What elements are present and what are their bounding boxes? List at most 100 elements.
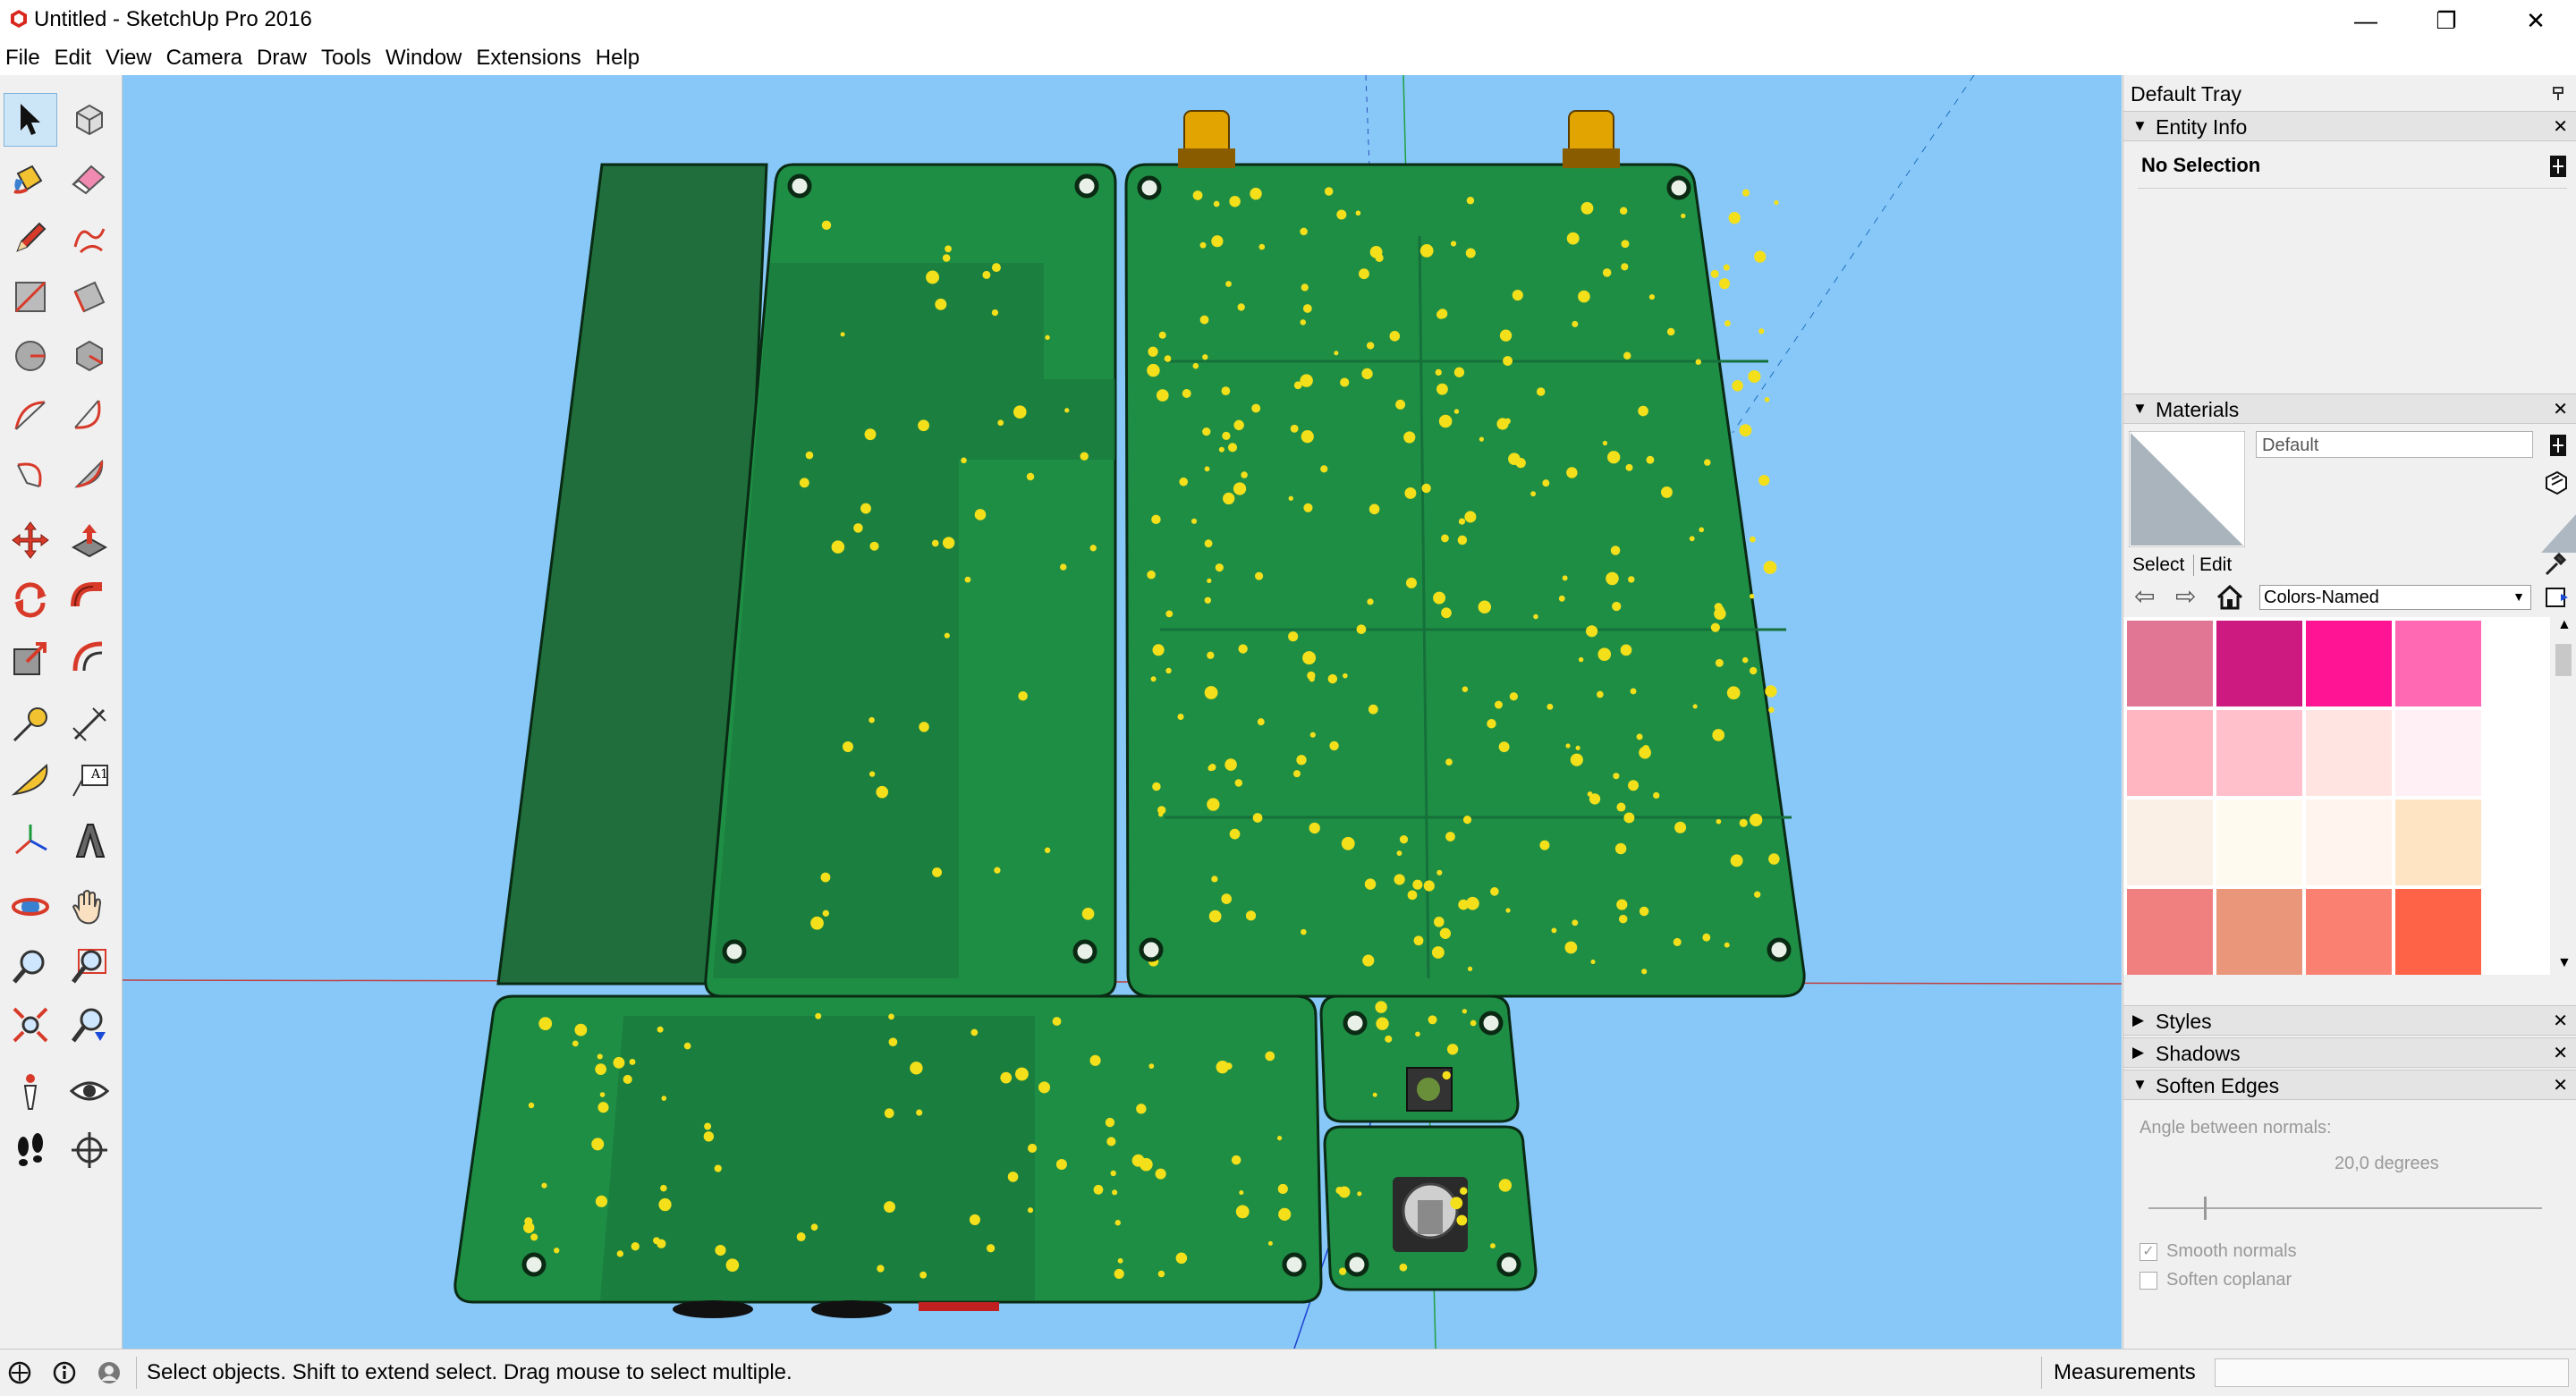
maximize-button[interactable]: ❐ (2406, 0, 2487, 41)
follow-me-tool[interactable] (63, 572, 116, 626)
menu-extensions[interactable]: Extensions (476, 46, 581, 70)
menu-edit[interactable]: Edit (54, 46, 92, 70)
paint-bucket-tool[interactable] (4, 152, 57, 206)
styles-header[interactable]: ▶ Styles ✕ (2123, 1005, 2576, 1036)
create-material-icon[interactable] (2548, 433, 2568, 458)
pcb-model-scene[interactable] (123, 75, 2122, 1349)
arc-tool[interactable] (4, 388, 57, 442)
previous-view-tool[interactable] (63, 998, 116, 1052)
dimension-tool[interactable] (63, 698, 116, 751)
user-account-icon[interactable] (97, 1360, 122, 1385)
rectangle-tool[interactable] (4, 270, 57, 324)
material-swatch[interactable] (2306, 889, 2392, 975)
material-swatch[interactable] (2216, 800, 2302, 885)
material-swatch[interactable] (2395, 621, 2481, 706)
credits-info-icon[interactable] (52, 1360, 77, 1385)
material-swatch[interactable] (2395, 889, 2481, 975)
offset-tool[interactable] (63, 631, 116, 685)
component-tool[interactable] (63, 93, 116, 147)
eraser-tool[interactable] (63, 152, 116, 206)
close-panel-icon[interactable]: ✕ (2553, 400, 2568, 419)
sample-paint-icon[interactable] (2543, 469, 2570, 495)
zoom-extents-tool[interactable] (4, 998, 57, 1052)
menu-file[interactable]: File (5, 46, 40, 70)
material-swatch[interactable] (2216, 889, 2302, 975)
close-window-button[interactable]: ✕ (2496, 0, 2576, 41)
material-swatch[interactable] (2216, 621, 2302, 706)
library-select[interactable]: Colors-Named ▼ (2259, 585, 2531, 610)
material-swatch[interactable] (2306, 621, 2392, 706)
material-swatch[interactable] (2127, 621, 2213, 706)
tab-edit[interactable]: Edit (2193, 554, 2232, 576)
material-swatch[interactable] (2216, 710, 2302, 796)
angle-slider[interactable] (2148, 1197, 2542, 1220)
three-point-arc-tool[interactable] (4, 447, 57, 501)
move-tool[interactable] (4, 513, 57, 567)
look-around-tool[interactable] (63, 1064, 116, 1118)
soften-coplanar-checkbox[interactable] (2140, 1272, 2157, 1290)
two-point-arc-tool[interactable] (63, 388, 116, 442)
menu-tools[interactable]: Tools (321, 46, 372, 70)
line-tool[interactable] (4, 211, 57, 265)
material-swatch[interactable] (2306, 800, 2392, 885)
close-panel-icon[interactable]: ✕ (2553, 117, 2568, 137)
rotate-tool[interactable] (4, 572, 57, 626)
material-name-field[interactable]: Default (2256, 431, 2533, 458)
tray-pin-icon[interactable] (2550, 86, 2566, 102)
forward-arrow-icon[interactable]: ⇨ (2175, 582, 2197, 610)
scroll-up-icon[interactable]: ▲ (2557, 617, 2572, 632)
smooth-normals-checkbox[interactable]: ✓ (2140, 1243, 2157, 1261)
scale-tool[interactable] (4, 631, 57, 685)
push-pull-tool[interactable] (63, 513, 116, 567)
pan-tool[interactable] (63, 880, 116, 934)
soften-edges-header[interactable]: ▼ Soften Edges ✕ (2123, 1070, 2576, 1100)
zoom-tool[interactable] (4, 939, 57, 993)
details-menu-icon[interactable] (2545, 585, 2570, 610)
material-swatch[interactable] (2395, 710, 2481, 796)
orbit-tool[interactable] (4, 880, 57, 934)
select-tool[interactable] (4, 93, 57, 147)
polygon-tool[interactable] (63, 329, 116, 383)
3d-text-tool[interactable] (63, 814, 116, 867)
tab-select[interactable]: Select (2132, 554, 2185, 575)
menu-window[interactable]: Window (386, 46, 462, 70)
tape-measure-tool[interactable] (4, 698, 57, 751)
close-panel-icon[interactable]: ✕ (2553, 1044, 2568, 1063)
angle-slider-thumb[interactable] (2204, 1197, 2207, 1220)
material-swatch[interactable] (2127, 800, 2213, 885)
close-panel-icon[interactable]: ✕ (2553, 1011, 2568, 1031)
swatch-scrollbar[interactable]: ▲ ▼ (2550, 617, 2576, 975)
position-camera-tool[interactable] (4, 1064, 57, 1118)
material-swatch[interactable] (2395, 800, 2481, 885)
walk-tool[interactable] (4, 1123, 57, 1177)
section-plane-tool[interactable] (63, 1123, 116, 1177)
home-icon[interactable] (2216, 585, 2243, 610)
protractor-tool[interactable] (4, 755, 57, 808)
entity-info-header[interactable]: ▼ Entity Info ✕ (2123, 111, 2576, 141)
eyedropper-icon[interactable] (2541, 549, 2570, 578)
shadows-header[interactable]: ▶ Shadows ✕ (2123, 1037, 2576, 1068)
menu-draw[interactable]: Draw (256, 46, 307, 70)
circle-tool[interactable] (4, 329, 57, 383)
menu-help[interactable]: Help (595, 46, 640, 70)
pie-tool[interactable] (63, 447, 116, 501)
menu-camera[interactable]: Camera (165, 46, 242, 70)
scroll-down-icon[interactable]: ▼ (2557, 955, 2572, 970)
back-arrow-icon[interactable]: ⇦ (2134, 582, 2156, 610)
minimize-button[interactable]: — (2326, 0, 2406, 41)
geo-location-icon[interactable] (7, 1360, 32, 1385)
measurements-input[interactable] (2215, 1358, 2569, 1387)
material-swatch[interactable] (2306, 710, 2392, 796)
zoom-window-tool[interactable] (63, 939, 116, 993)
scroll-thumb[interactable] (2555, 644, 2572, 676)
text-tool[interactable]: A1 (63, 755, 116, 808)
drawing-viewport[interactable] (123, 75, 2122, 1349)
entity-detail-toggle-icon[interactable] (2548, 154, 2568, 179)
freehand-tool[interactable] (63, 211, 116, 265)
rotated-rectangle-tool[interactable] (63, 270, 116, 324)
close-panel-icon[interactable]: ✕ (2553, 1076, 2568, 1096)
material-swatch[interactable] (2127, 889, 2213, 975)
menu-view[interactable]: View (106, 46, 152, 70)
materials-header[interactable]: ▼ Materials ✕ (2123, 393, 2576, 424)
axes-tool[interactable] (4, 814, 57, 867)
